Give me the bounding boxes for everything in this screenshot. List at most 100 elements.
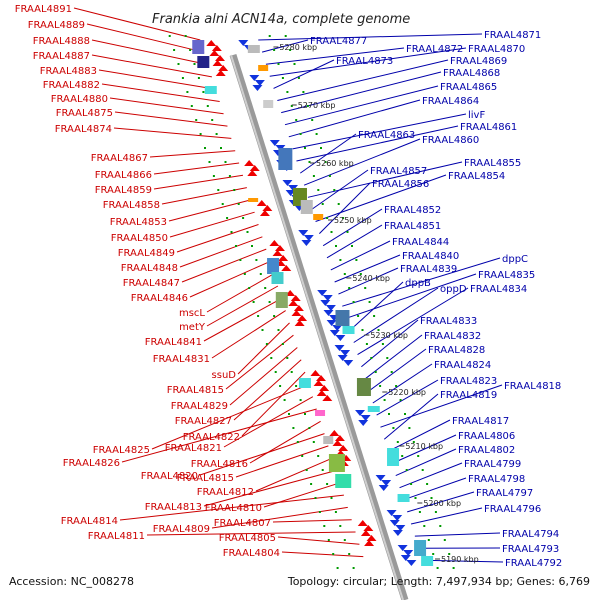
ruler-dot bbox=[339, 525, 342, 527]
right-gene-label: oppD bbox=[440, 284, 467, 295]
ruler-dot bbox=[252, 301, 255, 303]
right-gene-label: FRAAL4839 bbox=[400, 264, 457, 275]
left-connector bbox=[98, 69, 216, 90]
right-gene-label: FRAAL4823 bbox=[440, 376, 497, 387]
ruler-dot bbox=[314, 497, 317, 499]
right-connector bbox=[345, 273, 477, 319]
forward-gene-arrow bbox=[262, 205, 273, 211]
left-gene-label: FRAAL4820 bbox=[141, 471, 198, 482]
right-connector bbox=[353, 287, 439, 343]
forward-gene-arrow bbox=[319, 385, 330, 391]
ruler-dot bbox=[208, 161, 211, 163]
reverse-gene-arrow bbox=[326, 320, 337, 326]
ruler-dot bbox=[426, 483, 429, 485]
left-gene-label: FRAAL4825 bbox=[93, 445, 150, 456]
cds-block bbox=[315, 410, 326, 416]
reverse-gene-arrow bbox=[332, 325, 343, 331]
cds-block bbox=[192, 40, 205, 54]
ruler-dot bbox=[190, 105, 193, 107]
left-connector bbox=[176, 224, 259, 253]
ruler-dot bbox=[317, 455, 320, 457]
ruler-dots bbox=[168, 35, 455, 569]
cds-block bbox=[342, 326, 355, 334]
ruler-dot bbox=[221, 203, 224, 205]
right-gene-label: dppC bbox=[502, 254, 528, 265]
left-connector bbox=[241, 371, 306, 437]
ruler-dot bbox=[427, 539, 430, 541]
ruler-dot bbox=[286, 91, 289, 93]
ruler-dot bbox=[265, 343, 268, 345]
ruler-dot bbox=[355, 259, 358, 261]
left-gene-label: mscL bbox=[179, 308, 205, 319]
forward-gene-arrow bbox=[278, 255, 289, 261]
ruler-dot bbox=[251, 245, 253, 247]
left-gene-label: FRAAL4883 bbox=[40, 66, 97, 77]
left-gene-label: FRAAL4867 bbox=[91, 153, 148, 164]
ruler-dot bbox=[423, 525, 426, 527]
right-gene-label: FRAAL4860 bbox=[422, 135, 479, 146]
left-gene-label: FRAAL4891 bbox=[15, 4, 72, 15]
ruler-dot bbox=[320, 147, 322, 149]
forward-gene-arrow bbox=[334, 435, 345, 441]
ruler-dot bbox=[370, 357, 373, 359]
right-gene-label: FRAAL4872 bbox=[406, 44, 463, 55]
forward-gene-arrow bbox=[357, 520, 368, 526]
reverse-gene-arrow bbox=[329, 330, 340, 336]
ruler-dot bbox=[286, 357, 289, 359]
cds-block bbox=[271, 272, 284, 284]
reverse-gene-arrow bbox=[397, 545, 408, 551]
left-gene-label: FRAAL4888 bbox=[33, 36, 90, 47]
ruler-dot bbox=[452, 567, 455, 569]
left-connector bbox=[119, 494, 344, 521]
ruler-dot bbox=[346, 231, 349, 233]
right-gene-label: FRAAL4864 bbox=[422, 96, 479, 107]
ruler-label: 5210 kbp bbox=[405, 442, 443, 451]
ruler-dot bbox=[312, 441, 315, 443]
forward-gene-arrow bbox=[313, 380, 324, 386]
ruler-label: 5260 kbp bbox=[316, 159, 354, 168]
left-gene-label: FRAAL4822 bbox=[183, 432, 240, 443]
left-connector bbox=[189, 260, 271, 298]
forward-gene-arrow bbox=[256, 200, 267, 206]
forward-gene-arrow bbox=[247, 170, 258, 176]
left-connector bbox=[206, 285, 279, 327]
right-connector bbox=[414, 532, 501, 537]
ruler-dot bbox=[299, 399, 302, 401]
ruler-dot bbox=[318, 511, 321, 513]
forward-gene-arrow bbox=[332, 440, 343, 446]
ruler-dot bbox=[323, 525, 326, 527]
reverse-gene-arrow bbox=[406, 560, 417, 566]
cds-block bbox=[275, 292, 288, 308]
forward-gene-arrow bbox=[249, 165, 260, 171]
ruler-dot bbox=[357, 315, 360, 317]
reverse-gene-arrow bbox=[249, 75, 260, 81]
cds-block bbox=[197, 56, 210, 68]
right-gene-label: FRAAL4798 bbox=[468, 474, 525, 485]
ruler-dot bbox=[243, 273, 246, 275]
genome-backbone bbox=[229, 53, 409, 600]
ruler-dot bbox=[195, 119, 198, 121]
forward-gene-arrow bbox=[269, 240, 280, 246]
ruler-dot bbox=[373, 315, 376, 317]
ruler-dot bbox=[308, 161, 311, 163]
left-gene-label: FRAAL4859 bbox=[95, 185, 152, 196]
left-connector bbox=[149, 150, 236, 158]
forward-gene-arrow bbox=[274, 245, 285, 251]
right-connector bbox=[288, 99, 421, 138]
right-connector bbox=[322, 208, 383, 247]
left-gene-label: FRAAL4807 bbox=[214, 518, 271, 529]
reverse-gene-arrow bbox=[360, 415, 371, 421]
left-gene-label: FRAAL4866 bbox=[95, 170, 152, 181]
left-gene-label: FRAAL4804 bbox=[223, 548, 280, 559]
right-gene-label: FRAAL4871 bbox=[484, 30, 541, 41]
left-gene-label: ssuD bbox=[212, 370, 237, 381]
right-gene-label: FRAAL4802 bbox=[458, 445, 515, 456]
ruler-dot bbox=[268, 301, 271, 303]
ruler-dot bbox=[290, 105, 293, 107]
cds-block bbox=[267, 258, 280, 274]
reverse-gene-arrow bbox=[343, 360, 354, 366]
reverse-gene-arrow bbox=[252, 85, 263, 91]
right-gene-label: FRAAL4857 bbox=[370, 166, 427, 177]
ruler-dot bbox=[348, 553, 351, 555]
